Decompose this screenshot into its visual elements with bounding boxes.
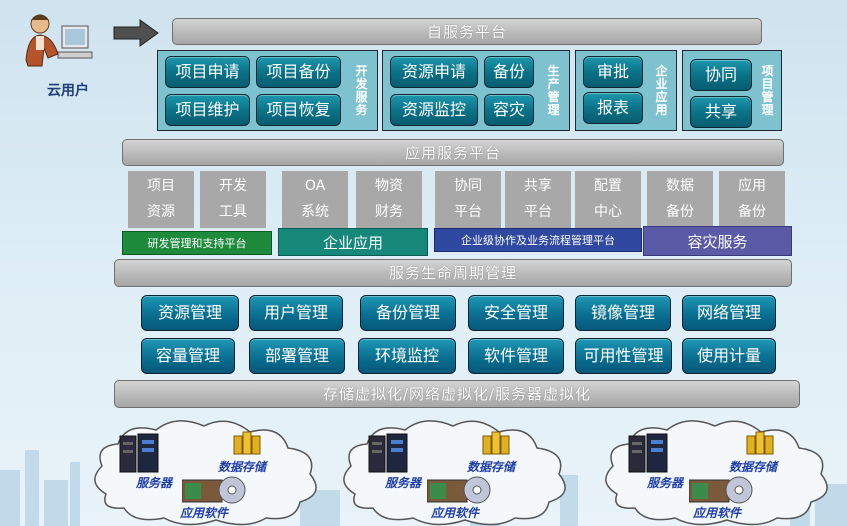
enterprise-app-band: 企业应用 <box>278 228 428 256</box>
dev-service-group: 项目申请 项目备份 项目维护 项目恢复 开发服务 <box>157 50 378 131</box>
app-box-line: 平台 <box>454 204 482 220</box>
app-box-line: 数据 <box>666 178 694 194</box>
app-box-line: 系统 <box>301 204 329 220</box>
app-box-line: 共享 <box>524 178 552 194</box>
software-disc-icon <box>427 476 491 504</box>
software-disc-icon <box>182 476 246 504</box>
image-management-button[interactable]: 镜像管理 <box>575 295 671 331</box>
rd-platform-band: 研发管理和支持平台 <box>122 231 272 255</box>
data-storage-icon <box>233 431 261 455</box>
project-backup-button[interactable]: 项目备份 <box>256 56 341 88</box>
data-storage-icon <box>746 431 774 455</box>
app-box-line: 配置 <box>594 178 622 194</box>
arrow-right-icon <box>113 19 159 47</box>
data-storage-icon <box>482 431 510 455</box>
app-software-label: 应用软件 <box>693 506 742 520</box>
resource-cloud-3: 服务器 数据存储 应用软件 <box>597 410 837 526</box>
backup-button[interactable]: 备份 <box>484 56 534 88</box>
environment-monitor-button[interactable]: 环境监控 <box>358 338 456 374</box>
app-box-line: 备份 <box>738 204 766 220</box>
collaboration-button[interactable]: 协同 <box>690 59 752 91</box>
app-box-oa-system: OA 系统 <box>282 171 348 228</box>
app-box-line: OA <box>304 178 326 194</box>
security-management-button[interactable]: 安全管理 <box>468 295 564 331</box>
collab-process-band: 企业级协作及业务流程管理平台 <box>434 228 642 252</box>
usage-metering-button[interactable]: 使用计量 <box>682 338 776 374</box>
server-label: 服务器 <box>136 476 173 490</box>
disaster-recovery-band: 容灾服务 <box>643 226 792 256</box>
server-rack-icon <box>368 433 408 473</box>
server-label: 服务器 <box>647 476 684 490</box>
user-computer-icon <box>25 14 93 67</box>
resource-cloud-1: 服务器 数据存储 应用软件 <box>86 410 326 526</box>
app-box-dev-tools: 开发工具 <box>200 171 266 228</box>
project-apply-button[interactable]: 项目申请 <box>165 56 250 88</box>
resource-apply-button[interactable]: 资源申请 <box>390 56 478 88</box>
data-storage-label: 数据存储 <box>729 460 778 474</box>
app-box-collab-platform: 协同平台 <box>435 171 501 228</box>
disaster-recovery-button[interactable]: 容灾 <box>484 94 534 126</box>
cloud-user-label: 云用户 <box>47 83 89 99</box>
user-management-button[interactable]: 用户管理 <box>249 295 343 331</box>
project-maintain-button[interactable]: 项目维护 <box>165 94 250 126</box>
resource-cloud-2: 服务器 数据存储 应用软件 <box>335 410 575 526</box>
app-box-share-platform: 共享平台 <box>505 171 571 228</box>
app-box-line: 资源 <box>147 204 175 220</box>
self-service-platform-bar: 自服务平台 <box>172 18 762 45</box>
app-box-line: 工具 <box>219 204 247 220</box>
app-box-line: 项目 <box>147 178 175 194</box>
resource-management-button[interactable]: 资源管理 <box>141 295 239 331</box>
share-button[interactable]: 共享 <box>690 96 752 128</box>
data-storage-label: 数据存储 <box>467 460 516 474</box>
availability-management-button[interactable]: 可用性管理 <box>575 338 672 374</box>
project-restore-button[interactable]: 项目恢复 <box>256 94 341 126</box>
report-button[interactable]: 报表 <box>583 92 643 124</box>
backup-management-button[interactable]: 备份管理 <box>360 295 456 331</box>
data-storage-label: 数据存储 <box>218 460 267 474</box>
network-management-button[interactable]: 网络管理 <box>682 295 776 331</box>
app-box-app-backup: 应用备份 <box>719 171 785 228</box>
production-management-label: 生产管理 <box>547 64 560 117</box>
software-management-button[interactable]: 软件管理 <box>468 338 564 374</box>
app-box-line: 平台 <box>524 204 552 220</box>
resource-monitor-button[interactable]: 资源监控 <box>390 94 478 126</box>
app-box-data-backup: 数据备份 <box>647 171 713 228</box>
project-management-label: 项目管理 <box>761 64 774 117</box>
app-box-line: 备份 <box>666 204 694 220</box>
software-disc-icon <box>689 476 753 504</box>
enterprise-app-label: 企业应用 <box>655 64 668 117</box>
app-software-label: 应用软件 <box>180 506 229 520</box>
virtualization-bar: 存储虚拟化/网络虚拟化/服务器虚拟化 <box>114 380 800 408</box>
app-box-line: 开发 <box>219 178 247 194</box>
application-service-platform-bar: 应用服务平台 <box>122 139 784 166</box>
approval-button[interactable]: 审批 <box>583 56 643 88</box>
app-box-line: 中心 <box>594 204 622 220</box>
app-software-label: 应用软件 <box>431 506 480 520</box>
enterprise-app-group: 审批 报表 企业应用 <box>575 50 677 131</box>
server-rack-icon <box>628 433 668 473</box>
app-box-line: 协同 <box>454 178 482 194</box>
app-box-line: 物资 <box>375 178 403 194</box>
capacity-management-button[interactable]: 容量管理 <box>141 338 235 374</box>
service-lifecycle-bar: 服务生命周期管理 <box>114 259 792 287</box>
project-management-group: 协同 共享 项目管理 <box>682 50 782 131</box>
app-box-material-finance: 物资财务 <box>356 171 422 228</box>
app-box-config-center: 配置中心 <box>575 171 641 228</box>
app-box-project-resource: 项目资源 <box>128 171 194 228</box>
deploy-management-button[interactable]: 部署管理 <box>249 338 345 374</box>
dev-service-label: 开发服务 <box>355 64 368 117</box>
app-box-line: 应用 <box>738 178 766 194</box>
app-box-line: 财务 <box>375 204 403 220</box>
server-label: 服务器 <box>385 476 422 490</box>
server-rack-icon <box>119 433 159 473</box>
production-management-group: 资源申请 备份 资源监控 容灾 生产管理 <box>382 50 570 131</box>
